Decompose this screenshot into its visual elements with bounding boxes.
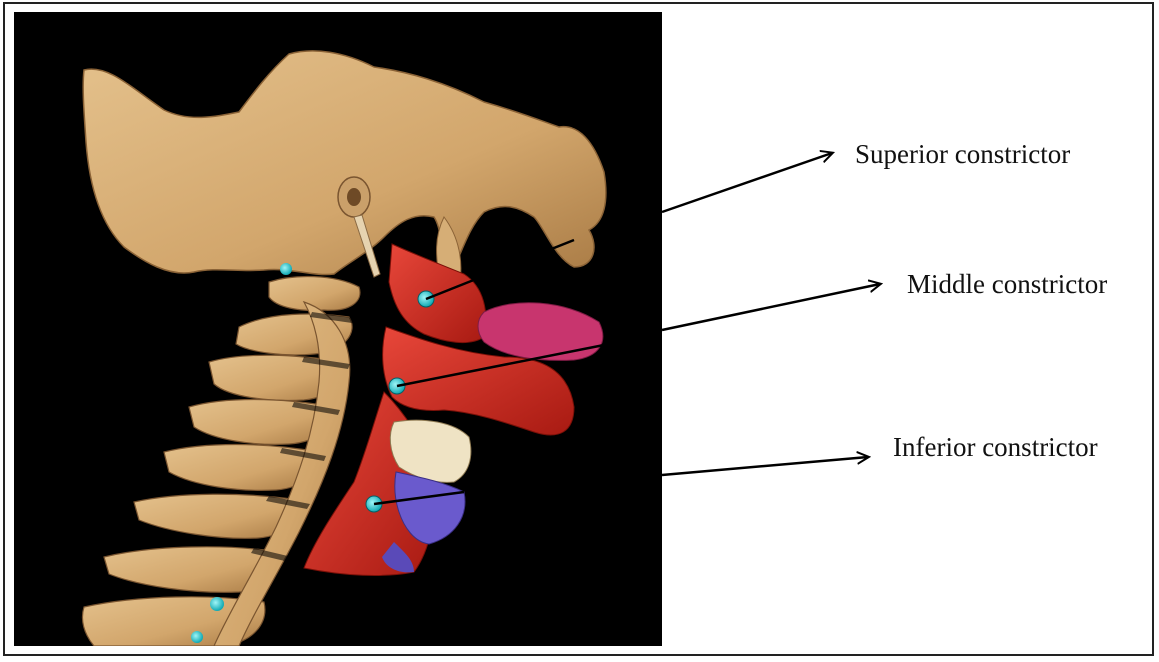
inferior-constrictor-label: Inferior constrictor <box>893 434 1098 461</box>
middle-arrow <box>662 284 880 330</box>
superior-constrictor-label: Superior constrictor <box>855 141 1070 168</box>
superior-arrow <box>662 153 832 212</box>
inferior-arrow <box>662 457 868 475</box>
middle-constrictor-label: Middle constrictor <box>907 271 1107 298</box>
